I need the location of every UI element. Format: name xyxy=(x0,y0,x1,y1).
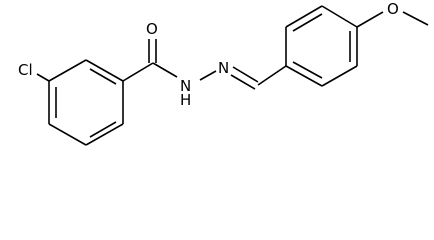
bond xyxy=(85,59,124,82)
chlorine-atom-label: Cl xyxy=(18,61,33,79)
imine-double-bond xyxy=(232,66,259,83)
chlorobenzene-ring xyxy=(48,59,124,146)
double-bond-inner xyxy=(89,68,117,85)
ether-methyl-bond xyxy=(402,11,429,26)
amide-hydrogen-label: H xyxy=(180,91,191,109)
double-bond-inner xyxy=(292,13,323,32)
bond xyxy=(321,5,358,28)
imine-double-bond xyxy=(230,74,256,90)
ch-ring-bond xyxy=(257,65,287,86)
bond xyxy=(321,65,358,87)
c-cl-bond xyxy=(36,73,50,82)
ring-ether-bond xyxy=(356,11,384,28)
chemical-structure-diagram: Cl O N H N O xyxy=(18,0,429,146)
amide-c-n-bond xyxy=(152,62,178,78)
ring-carbonyl-bond xyxy=(122,62,154,82)
double-bond-inner xyxy=(89,121,117,138)
ether-oxygen-label: O xyxy=(387,0,399,18)
imine-nitrogen-label: N xyxy=(218,59,229,77)
bond xyxy=(48,59,87,82)
methoxyphenyl-ring xyxy=(285,5,358,87)
amide-nitrogen-label: N xyxy=(180,77,191,95)
bond xyxy=(48,123,87,146)
bond xyxy=(285,65,323,87)
bond xyxy=(85,123,124,146)
n-n-bond xyxy=(199,70,217,81)
bond xyxy=(285,5,323,28)
carbonyl-oxygen-label: O xyxy=(146,20,158,38)
double-bond-inner xyxy=(292,61,323,79)
